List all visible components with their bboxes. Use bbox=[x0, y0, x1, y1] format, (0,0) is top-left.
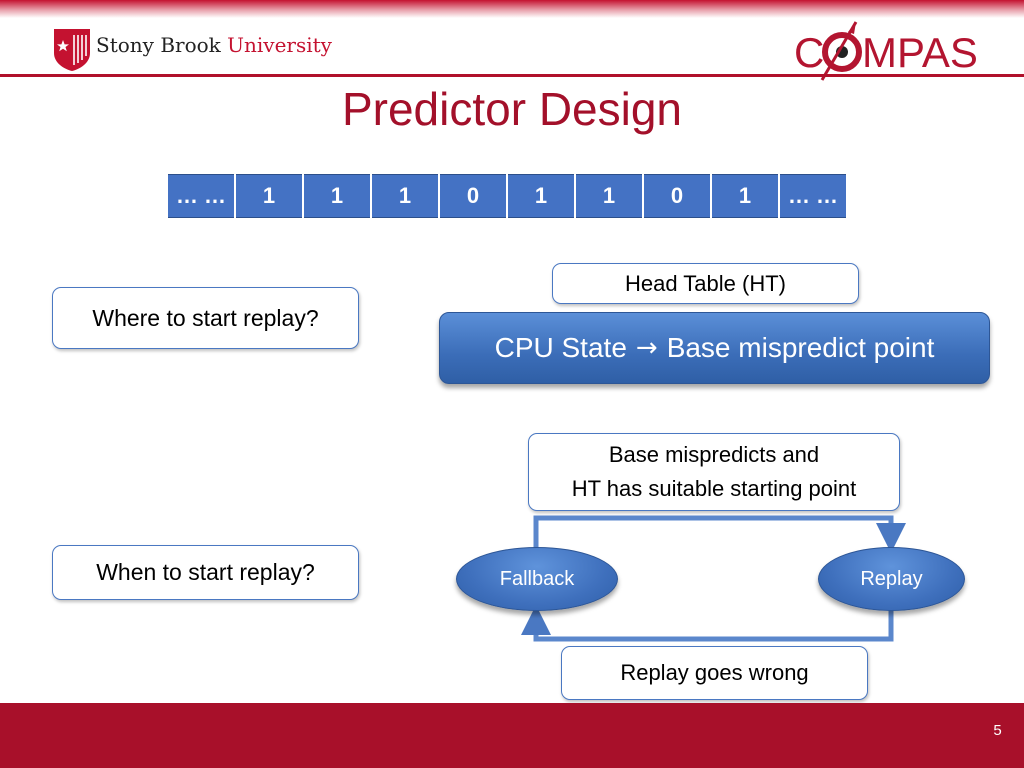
condition-line-2: HT has suitable starting point bbox=[571, 476, 857, 501]
head-table-label: Head Table (HT) bbox=[552, 263, 859, 304]
bit-cell: 1 bbox=[372, 174, 438, 218]
when-to-start-question: When to start replay? bbox=[52, 545, 359, 600]
fallback-to-replay-arrow bbox=[533, 515, 906, 553]
right-arrow-icon: → bbox=[635, 333, 658, 363]
stony-brook-logo: Stony Brook University bbox=[52, 27, 332, 71]
slide-title: Predictor Design bbox=[341, 83, 683, 135]
where-to-start-question: Where to start replay? bbox=[52, 287, 359, 349]
branch-history-bits: … … 1 1 1 0 1 1 0 1 … … bbox=[168, 174, 848, 218]
top-accent-band bbox=[0, 0, 1024, 18]
fallback-state-node: Fallback bbox=[456, 547, 618, 611]
shield-icon bbox=[54, 29, 90, 71]
compas-logo: C O MPAS bbox=[794, 21, 978, 81]
cpu-state-box: CPU State → Base mispredict point bbox=[439, 312, 990, 384]
bit-cell: 0 bbox=[440, 174, 506, 218]
bit-cell: 1 bbox=[576, 174, 642, 218]
bit-cell: … … bbox=[780, 174, 846, 218]
compas-logo-c: C bbox=[794, 29, 824, 76]
transition-condition-box: Base mispredicts and HT has suitable sta… bbox=[528, 433, 900, 511]
condition-line-1: Base mispredicts and bbox=[608, 442, 820, 467]
bit-cell: … … bbox=[168, 174, 234, 218]
replay-wrong-label: Replay goes wrong bbox=[561, 646, 868, 700]
bit-cell: 1 bbox=[236, 174, 302, 218]
header-divider bbox=[0, 74, 1024, 77]
base-mispredict-label: Base mispredict point bbox=[666, 332, 935, 363]
cpu-state-label: CPU State bbox=[494, 332, 627, 363]
university-wordmark: Stony Brook University bbox=[96, 33, 332, 57]
bit-cell: 1 bbox=[712, 174, 778, 218]
bit-cell: 1 bbox=[304, 174, 370, 218]
university-suffix: University bbox=[227, 33, 332, 57]
university-name: Stony Brook bbox=[96, 33, 228, 57]
compas-logo-rest: MPAS bbox=[862, 29, 978, 76]
bit-cell: 0 bbox=[644, 174, 710, 218]
footer-band bbox=[0, 703, 1024, 768]
replay-to-fallback-arrow bbox=[521, 605, 894, 642]
replay-state-node: Replay bbox=[818, 547, 965, 611]
bit-cell: 1 bbox=[508, 174, 574, 218]
page-number: 5 bbox=[993, 722, 1002, 739]
